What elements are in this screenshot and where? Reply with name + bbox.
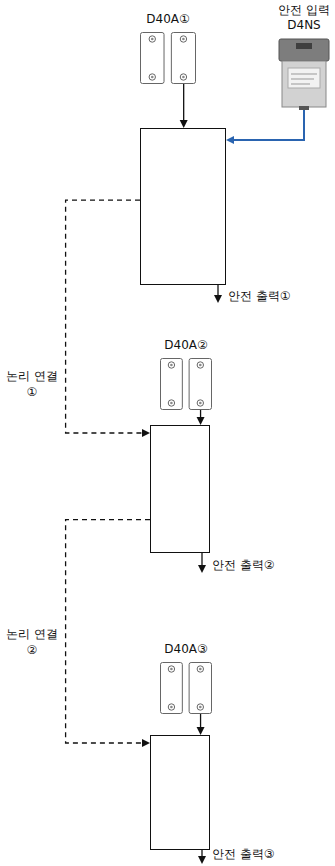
sensor-drawing xyxy=(160,358,212,410)
arrow-head xyxy=(197,727,205,735)
d40a-sensor: D40A③ xyxy=(160,662,212,714)
sensor-label: D40A③ xyxy=(164,642,207,658)
screw-hole xyxy=(168,400,174,406)
screw-hole xyxy=(180,74,186,80)
logic-link xyxy=(66,200,150,437)
arrow-head xyxy=(198,565,206,573)
arrow-head xyxy=(142,429,150,437)
logic-link xyxy=(66,520,150,747)
output-arrow xyxy=(198,850,206,864)
safety-unit-box: 안전 출력③ xyxy=(150,735,210,850)
screw-hole xyxy=(149,74,155,80)
signal-connector xyxy=(197,714,205,735)
output-label: 안전 출력② xyxy=(212,558,275,574)
sensor-body xyxy=(161,359,183,410)
sensor-body xyxy=(189,663,211,714)
arrow-head xyxy=(198,856,206,864)
sensor-body xyxy=(161,663,183,714)
input-label: D4NS xyxy=(278,18,330,34)
plate-line xyxy=(291,84,310,85)
name-plate xyxy=(288,68,320,88)
output-arrow xyxy=(214,285,222,303)
node-heading: D40A③ xyxy=(164,642,207,658)
screw-hole xyxy=(199,706,202,709)
screw-hole xyxy=(199,364,202,367)
screw-hole xyxy=(199,402,202,405)
safety-unit-box: 안전 출력① xyxy=(140,128,226,285)
node-heading: D40A② xyxy=(164,338,207,354)
screw-hole xyxy=(170,364,173,367)
key-slot xyxy=(296,43,312,49)
screw-hole xyxy=(197,666,203,672)
sensor-drawing xyxy=(160,662,212,714)
screw-hole xyxy=(182,76,185,79)
output-line xyxy=(201,850,202,857)
d40a-sensor: D40A② xyxy=(160,358,212,410)
arrow-head xyxy=(180,120,188,128)
connector-line xyxy=(200,410,201,418)
screw-hole xyxy=(170,402,173,405)
connector-line xyxy=(200,714,201,728)
switch-head xyxy=(279,39,329,61)
screw-hole xyxy=(197,400,203,406)
sensor-body xyxy=(171,33,195,84)
output-line xyxy=(201,553,202,566)
sensor-label: D40A② xyxy=(164,338,207,354)
switch-drawing xyxy=(278,38,330,110)
d40a-sensor: D40A① xyxy=(140,32,196,84)
sensor-drawing xyxy=(140,32,196,84)
cable-gland xyxy=(299,106,309,110)
screw-hole xyxy=(197,704,203,710)
sensor-label: D40A① xyxy=(146,12,189,28)
link-label: 논리 연결 ① xyxy=(3,368,61,400)
output-line xyxy=(217,285,218,296)
screw-hole xyxy=(149,36,155,42)
screw-hole xyxy=(151,76,154,79)
signal-connector xyxy=(226,110,304,144)
d4ns-switch: 안전 입력D4NS xyxy=(278,38,330,110)
sensor-body xyxy=(189,359,211,410)
link-label: 논리 연결 ② xyxy=(3,626,61,658)
arrow-head xyxy=(197,417,205,425)
signal-connector xyxy=(180,84,188,128)
output-arrow xyxy=(198,553,206,573)
screw-hole xyxy=(182,38,185,41)
screw-hole xyxy=(168,666,174,672)
sensor-body xyxy=(141,33,165,84)
arrow-head xyxy=(226,136,234,144)
screw-hole xyxy=(168,704,174,710)
connector-line xyxy=(66,200,143,433)
switch-body xyxy=(282,61,326,107)
connector-line xyxy=(183,84,184,121)
arrow-head xyxy=(142,739,150,747)
screw-hole xyxy=(199,668,202,671)
output-label: 안전 출력③ xyxy=(212,847,275,863)
node-heading: D40A① xyxy=(146,12,189,28)
screw-hole xyxy=(197,362,203,368)
input-label: 안전 입력 xyxy=(278,3,330,19)
plate-line xyxy=(291,79,314,80)
node-heading: 안전 입력D4NS xyxy=(278,3,330,34)
output-label: 안전 출력① xyxy=(228,289,291,305)
screw-hole xyxy=(170,706,173,709)
screw-hole xyxy=(180,36,186,42)
screw-hole xyxy=(168,362,174,368)
signal-connector xyxy=(197,410,205,425)
safety-unit-box: 안전 출력② xyxy=(150,425,210,553)
screw-hole xyxy=(151,38,154,41)
connector-line xyxy=(233,110,304,140)
plate-line xyxy=(291,74,317,75)
arrow-head xyxy=(214,295,222,303)
connector-line xyxy=(66,520,150,743)
screw-hole xyxy=(170,668,173,671)
